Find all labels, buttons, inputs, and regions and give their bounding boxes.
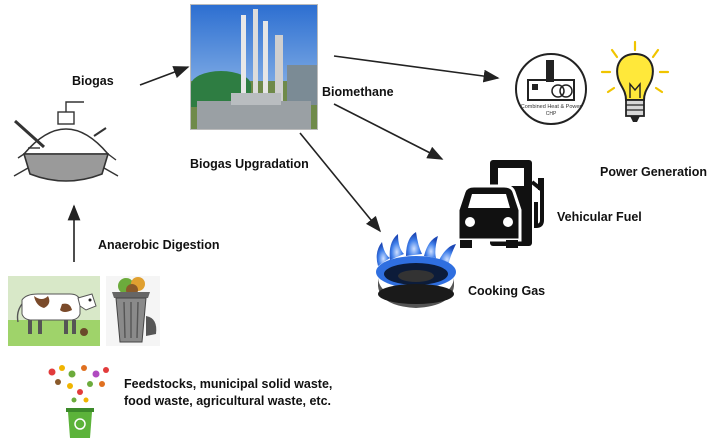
anaerobic-digestion-label: Anaerobic Digestion: [98, 238, 220, 252]
cow-icon: [8, 276, 100, 346]
digester-icon: [13, 101, 119, 182]
trash-bin-icon: [106, 276, 160, 346]
chp-logo-text-line1: Combined Heat & Power: [521, 104, 582, 110]
biogas-plant-image: [190, 4, 318, 130]
power-generation-label: Power Generation: [600, 165, 707, 179]
fuel-pump-car-icon: [456, 160, 544, 248]
biogas-label: Biogas: [72, 74, 114, 88]
chp-logo-text-line2: CHP: [546, 111, 557, 117]
food-waste-icon: [48, 365, 109, 438]
feedstocks-label: Feedstocks, municipal solid waste, food …: [124, 377, 333, 408]
arrow-biogas-to-upgradation: [139, 66, 190, 86]
light-bulb-icon: [600, 40, 670, 122]
arrow-to-vehicular-fuel: [333, 103, 444, 160]
biomethane-label: Biomethane: [322, 85, 394, 99]
arrow-to-power-generation: [333, 55, 500, 83]
gas-burner-icon: [376, 232, 456, 308]
vehicular-fuel-label: Vehicular Fuel: [557, 210, 642, 224]
arrow-to-cooking-gas: [299, 132, 382, 233]
chp-plant-icon: Combined Heat & Power CHP: [515, 53, 587, 125]
biogas-upgradation-label: Biogas Upgradation: [190, 157, 309, 171]
cooking-gas-label: Cooking Gas: [468, 284, 546, 298]
